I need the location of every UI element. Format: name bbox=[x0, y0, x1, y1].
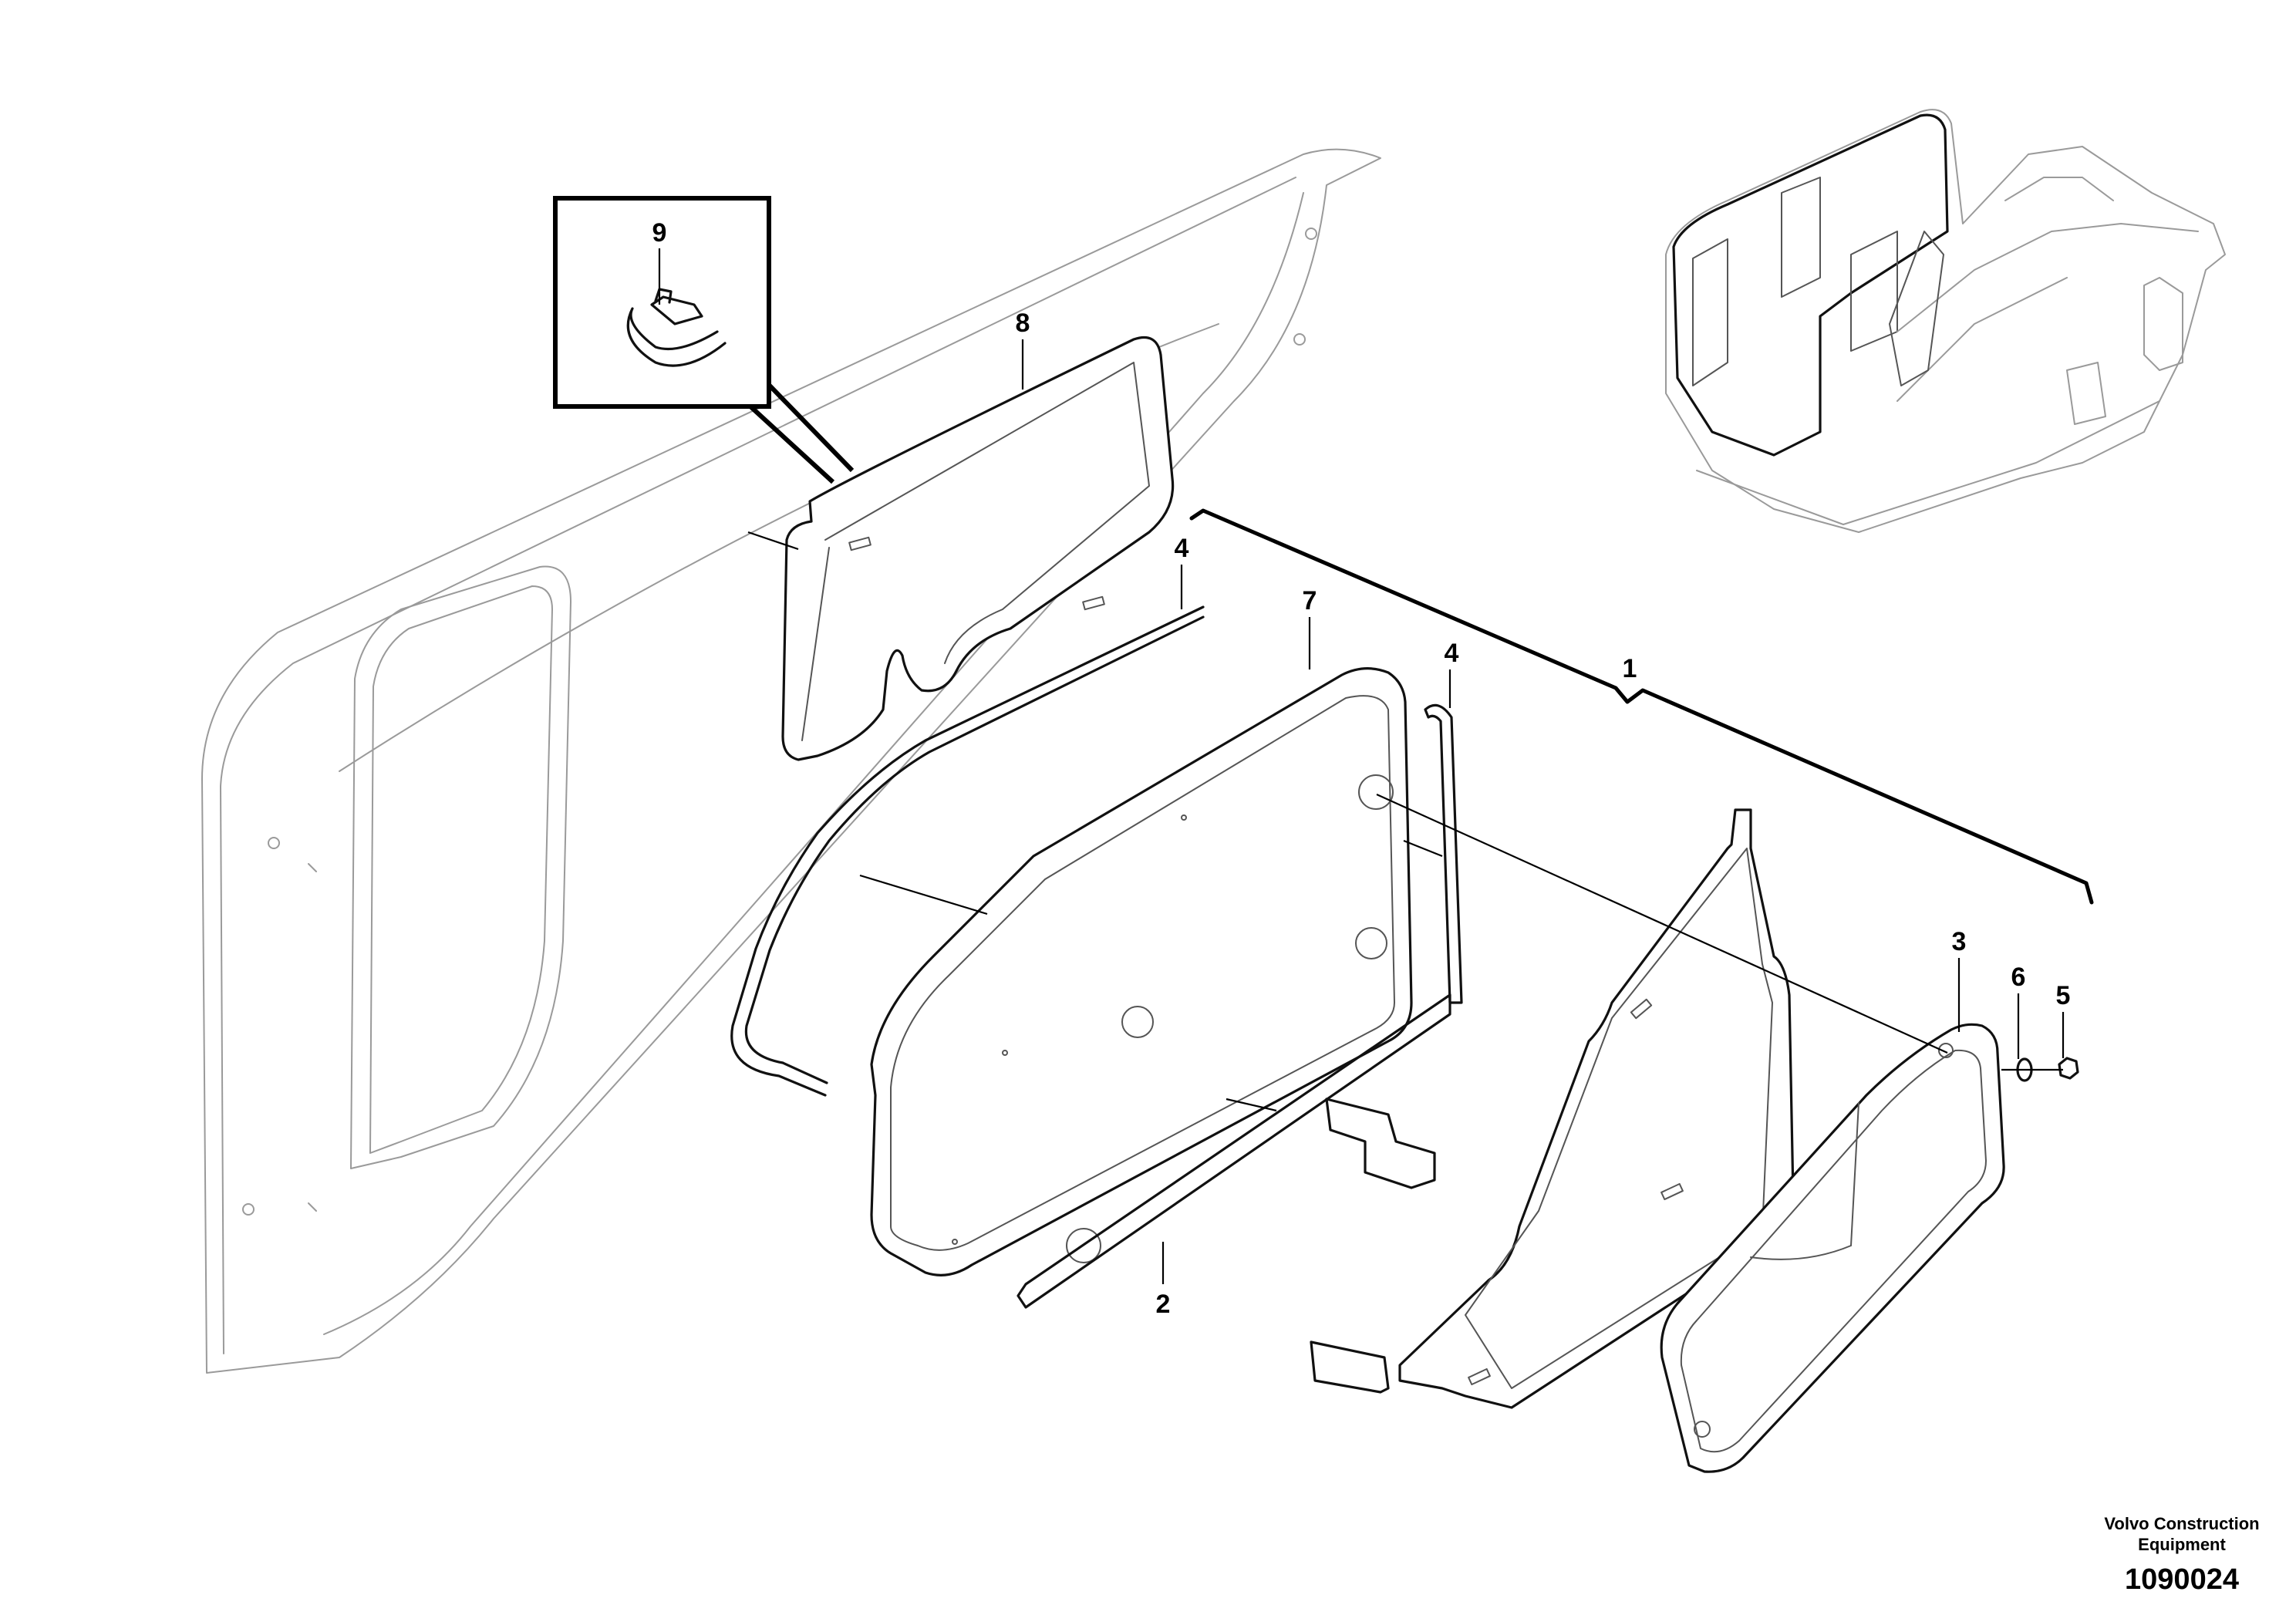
callout-6: 6 bbox=[2011, 963, 2026, 992]
part-2-seal-bottom bbox=[1017, 993, 1451, 1309]
assembly-1-brace bbox=[1189, 508, 2094, 905]
part-4-seal-left bbox=[730, 605, 1205, 1097]
guide-lines bbox=[747, 531, 2063, 1112]
callout-8: 8 bbox=[1016, 309, 1030, 338]
brand-line-1: Volvo Construction bbox=[2104, 1514, 2259, 1533]
part-8-insulation-panel bbox=[781, 336, 1175, 761]
brand-line-2: Equipment bbox=[2138, 1535, 2226, 1554]
machine-overview-thumbnail bbox=[1665, 109, 2226, 533]
part-7-main-panel bbox=[870, 667, 1413, 1276]
callout-9: 9 bbox=[652, 218, 667, 248]
callout-numbers: 9 8 4 7 4 1 3 6 5 2 bbox=[652, 218, 2071, 1319]
callout-2: 2 bbox=[1156, 1290, 1171, 1319]
detail-box-part-9 bbox=[553, 196, 855, 484]
callout-7: 7 bbox=[1303, 586, 1317, 615]
callout-5: 5 bbox=[2056, 981, 2071, 1010]
part-3-right-panel bbox=[1660, 1023, 2005, 1473]
part-9-clip bbox=[626, 288, 727, 367]
cab-body-outline bbox=[201, 148, 1381, 1374]
callout-3: 3 bbox=[1952, 927, 1967, 956]
callout-4-right: 4 bbox=[1445, 639, 1459, 668]
callout-4-left: 4 bbox=[1175, 534, 1189, 563]
part-5-nut bbox=[2058, 1057, 2079, 1080]
callout-leaders bbox=[658, 248, 2065, 1284]
part-4-seal-right bbox=[1424, 703, 1463, 1004]
mounting-frame bbox=[1310, 808, 1795, 1409]
callout-1: 1 bbox=[1623, 654, 1637, 683]
illustration-number: 1090024 bbox=[2125, 1563, 2239, 1596]
footer-block: Volvo Construction Equipment 1090024 bbox=[2104, 1514, 2259, 1596]
